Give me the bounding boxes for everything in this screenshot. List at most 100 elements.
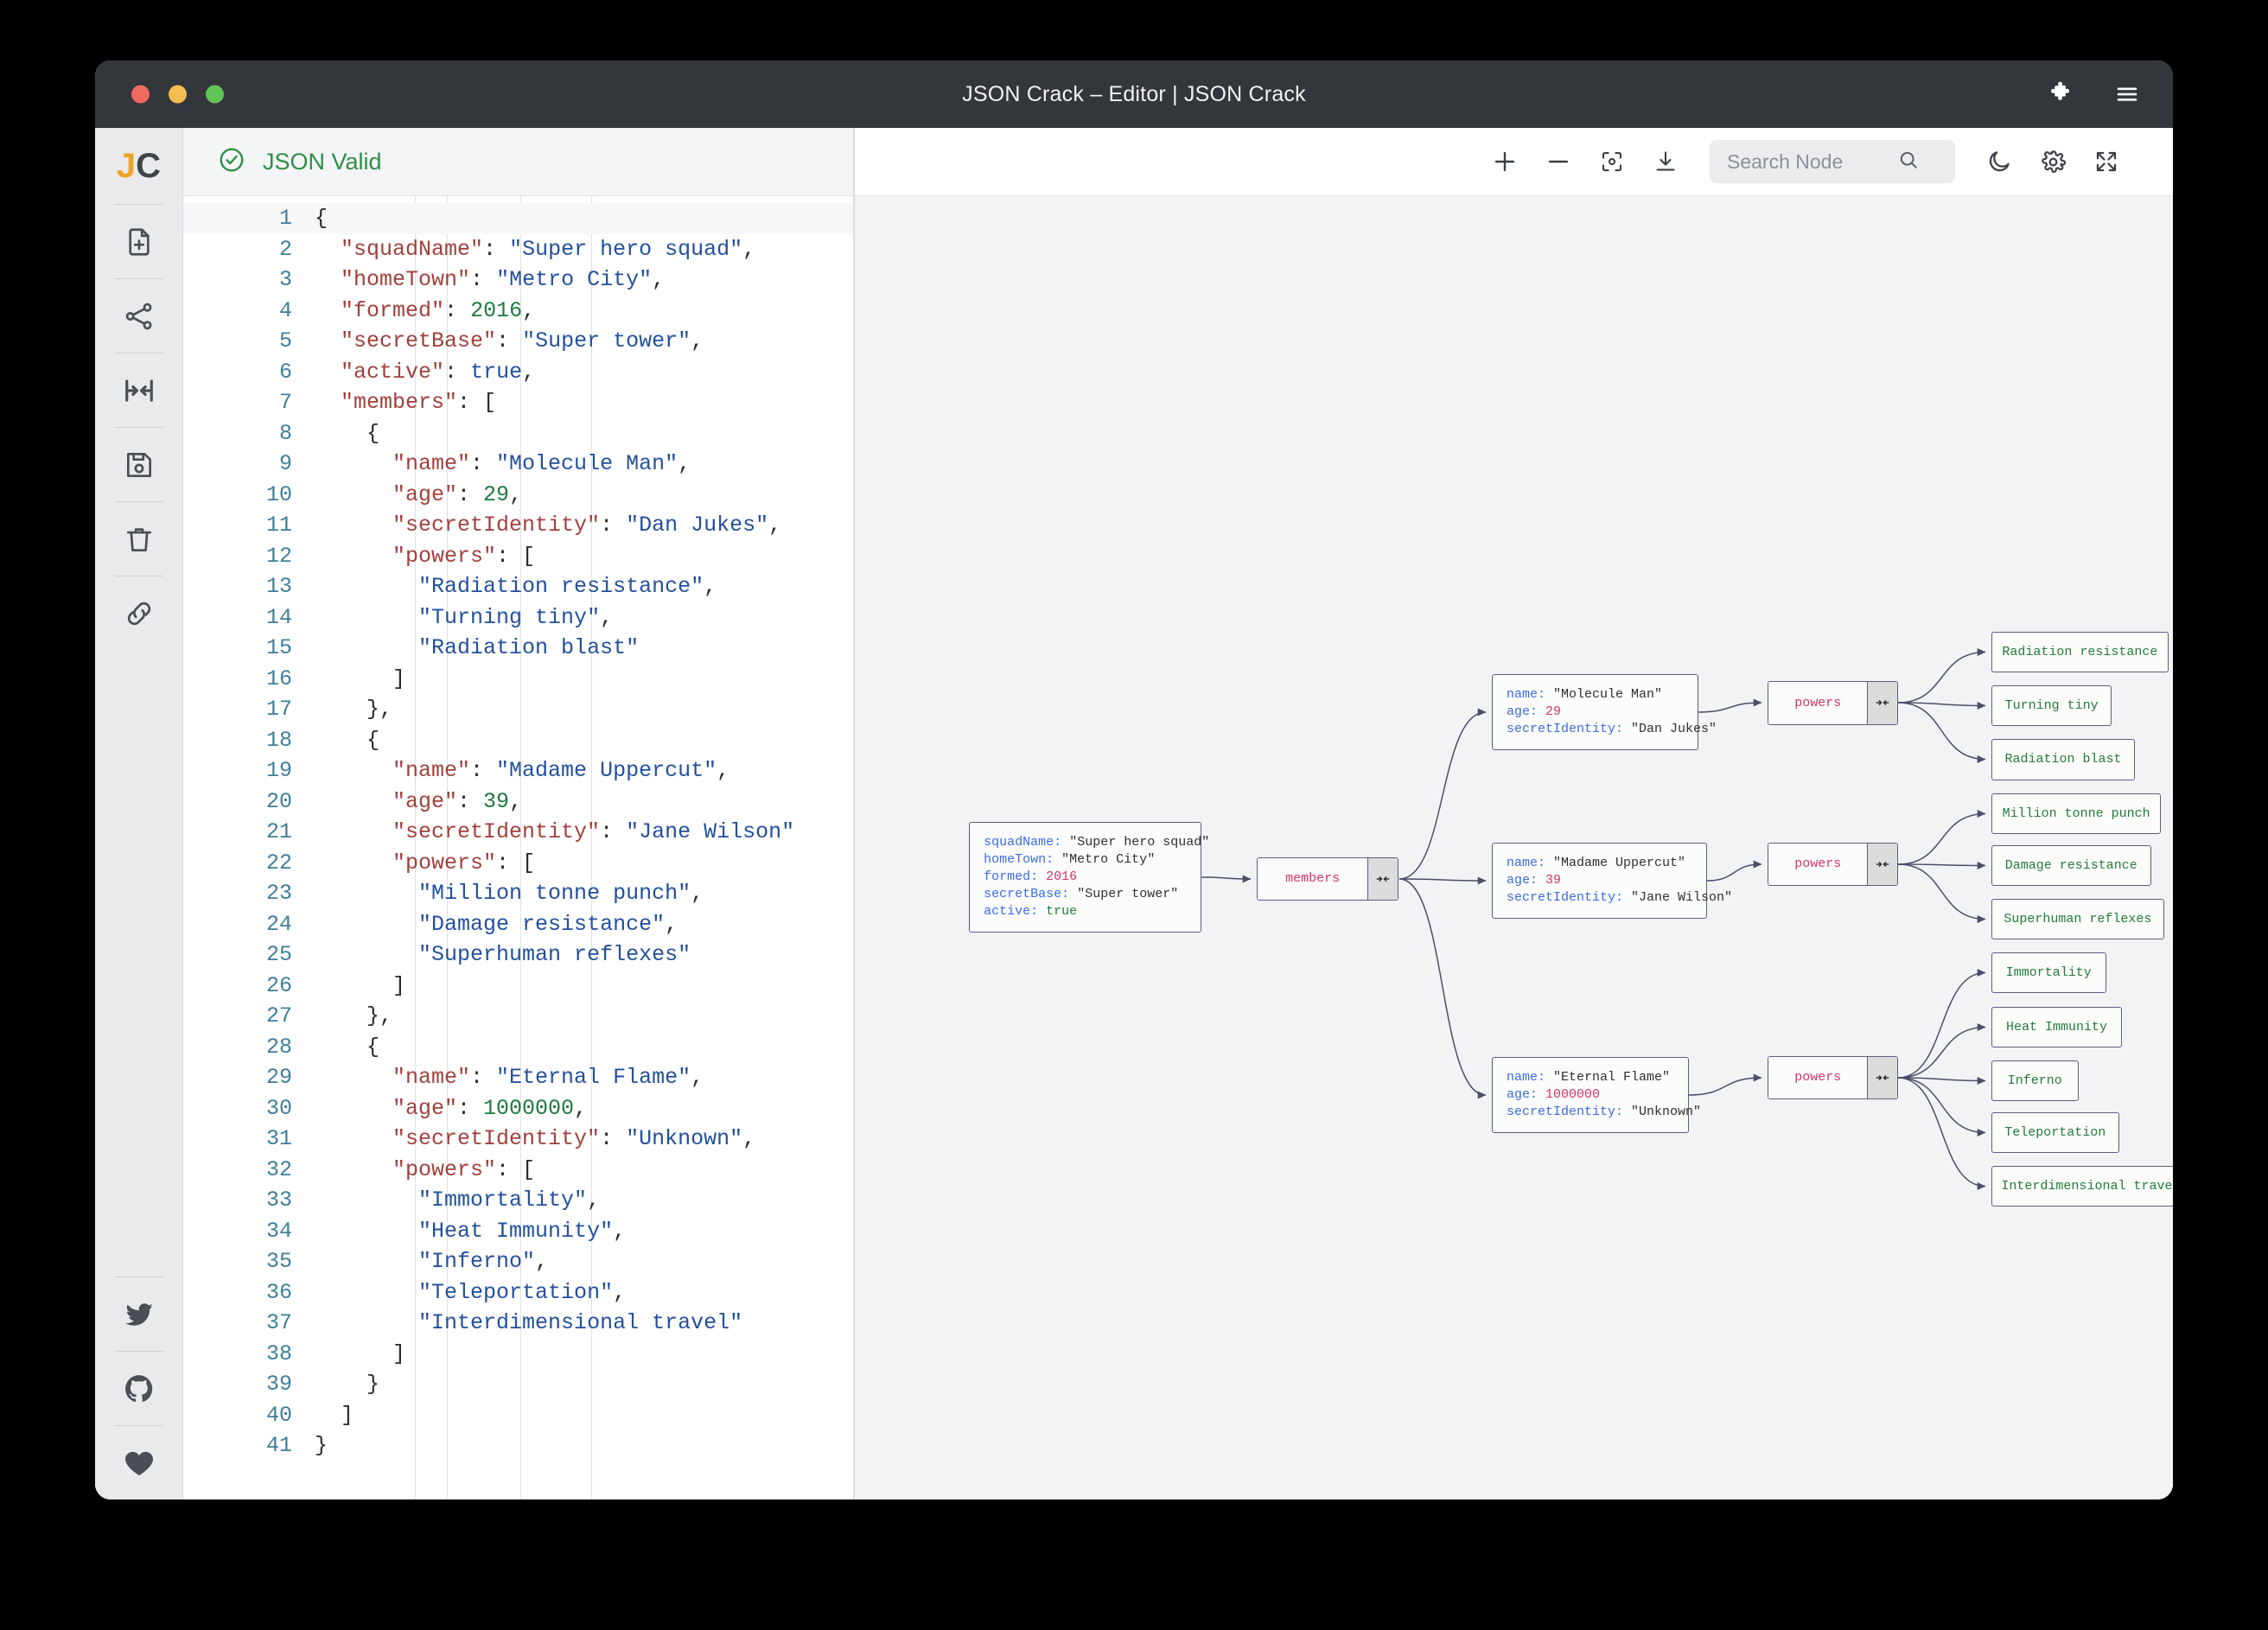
sidebar-item-collapse-all[interactable] — [95, 353, 182, 427]
collapse-expand-icon[interactable] — [1867, 843, 1898, 886]
graph-node-leaf[interactable]: Heat Immunity — [1991, 1006, 2123, 1047]
graph-node-leaf[interactable]: Superhuman reflexes — [1991, 899, 2164, 940]
code-line: 29 "name": "Eternal Flame", — [183, 1062, 853, 1093]
line-content: "age": 29, — [392, 481, 523, 507]
collapse-expand-icon[interactable] — [1867, 682, 1898, 724]
graph-node-leaf[interactable]: Radiation blast — [1991, 739, 2136, 780]
node-value: Teleportation — [2004, 1125, 2106, 1141]
divider — [114, 427, 163, 428]
puzzle-extension-icon[interactable] — [2047, 81, 2073, 107]
graph-node-leaf[interactable]: Million tonne punch — [1991, 793, 2162, 834]
node-field: active: true — [984, 903, 1187, 920]
settings-gear-icon[interactable] — [2026, 135, 2080, 188]
line-number: 15 — [265, 635, 292, 661]
code-line: 32 "powers": [ — [183, 1155, 853, 1186]
graph-node-leaf[interactable]: Damage resistance — [1991, 845, 2151, 887]
graph-edges — [1201, 648, 1986, 1190]
search-input[interactable] — [1725, 149, 1897, 175]
line-content: "Heat Immunity", — [418, 1218, 627, 1244]
code-line: 23 "Million tonne punch", — [183, 878, 853, 909]
graph-node-leaf[interactable]: Inferno — [1991, 1060, 2079, 1101]
node-field-value: 2016 — [1046, 869, 1078, 885]
graph-canvas[interactable]: squadName: "Super hero squad"homeTown: "… — [855, 196, 2173, 1499]
graph-node-leaf[interactable]: Immortality — [1991, 952, 2106, 994]
sidebar-item-github[interactable] — [95, 1352, 182, 1425]
line-content: "active": true, — [341, 359, 536, 385]
graph-node-parent[interactable]: powers — [1768, 681, 1899, 725]
code-line: 9 "name": "Molecule Man", — [183, 449, 853, 480]
line-content: "name": "Madame Uppercut", — [392, 758, 730, 784]
window-controls — [131, 85, 224, 104]
graph-node-leaf[interactable]: Radiation resistance — [1991, 632, 2169, 673]
sidebar-item-copy-link[interactable] — [95, 576, 182, 650]
floppy-save-icon — [123, 449, 156, 481]
line-content: { — [315, 206, 328, 232]
node-field: secretIdentity: "Unknown" — [1507, 1104, 1701, 1121]
graph-node-parent[interactable]: members — [1256, 856, 1399, 901]
line-number: 9 — [278, 451, 292, 477]
search-icon — [1897, 149, 1920, 175]
download-button[interactable] — [1639, 135, 1692, 188]
theme-toggle-button[interactable] — [1972, 135, 2026, 188]
node-field: secretIdentity: "Dan Jukes" — [1507, 721, 1717, 738]
line-content: "Interdimensional travel" — [418, 1310, 743, 1336]
sidebar-item-save-file[interactable] — [95, 428, 182, 501]
line-content: "powers": [ — [392, 850, 536, 875]
sidebar-item-share-graph[interactable] — [95, 279, 182, 353]
graph-node-parent[interactable]: powers — [1768, 1055, 1899, 1100]
line-number: 16 — [265, 665, 292, 691]
collapse-expand-icon[interactable] — [1367, 857, 1398, 900]
graph-node-leaf[interactable]: Turning tiny — [1991, 685, 2112, 727]
zoom-in-button[interactable] — [1478, 135, 1532, 188]
search-node-field[interactable] — [1710, 140, 1955, 183]
zoom-out-button[interactable] — [1532, 135, 1585, 188]
hamburger-menu-icon[interactable] — [2114, 81, 2140, 107]
line-number: 27 — [265, 1003, 292, 1029]
graph-node-leaf[interactable]: Teleportation — [1991, 1112, 2119, 1154]
line-number: 33 — [265, 1187, 292, 1213]
center-view-button[interactable] — [1585, 135, 1639, 188]
node-field-value: "Super hero squad" — [1069, 835, 1210, 850]
node-value: Radiation blast — [2004, 752, 2122, 767]
sidebar-item-new-document[interactable] — [95, 205, 182, 278]
graph-node-object[interactable]: squadName: "Super hero squad"homeTown: "… — [969, 822, 1209, 933]
code-editor[interactable]: 1{2 "squadName": "Super hero squad",3 "h… — [183, 196, 853, 1499]
code-line: 17 }, — [183, 694, 853, 725]
code-line: 3 "homeTown": "Metro City", — [183, 264, 853, 296]
maximize-button[interactable] — [206, 85, 224, 104]
code-line: 8 { — [183, 418, 853, 449]
code-line: 39 } — [183, 1369, 853, 1400]
code-line: 10 "age": 29, — [183, 480, 853, 511]
share-nodes-icon — [123, 300, 156, 333]
line-content: "secretBase": "Super tower", — [341, 328, 704, 354]
line-number: 31 — [265, 1126, 292, 1152]
fullscreen-button[interactable] — [2080, 135, 2133, 188]
sidebar-item-twitter[interactable] — [95, 1277, 182, 1351]
code-line: 5 "secretBase": "Super tower", — [183, 326, 853, 357]
line-content: "squadName": "Super hero squad", — [341, 236, 756, 262]
link-icon — [123, 597, 156, 630]
node-field-key: secretIdentity: — [1506, 889, 1631, 905]
line-number: 29 — [265, 1065, 292, 1091]
sidebar-item-sponsor[interactable] — [95, 1426, 182, 1499]
graph-node-parent[interactable]: powers — [1768, 842, 1899, 887]
line-number: 36 — [265, 1279, 292, 1305]
sidebar-item-delete-file[interactable] — [95, 502, 182, 576]
code-line: 16 ] — [183, 664, 853, 695]
code-line: 22 "powers": [ — [183, 848, 853, 879]
minimize-button[interactable] — [169, 85, 187, 104]
json-status-bar: JSON Valid — [183, 128, 853, 196]
node-field: secretBase: "Super tower" — [984, 886, 1187, 903]
node-value: Turning tiny — [2004, 698, 2099, 714]
graph-node-leaf[interactable]: Interdimensional travel — [1991, 1166, 2173, 1207]
code-line: 14 "Turning tiny", — [183, 602, 853, 634]
line-number: 41 — [265, 1433, 292, 1459]
collapse-expand-icon[interactable] — [1867, 1056, 1898, 1099]
line-number: 11 — [265, 513, 292, 538]
line-content: "Superhuman reflexes" — [418, 942, 691, 968]
close-button[interactable] — [131, 85, 150, 104]
